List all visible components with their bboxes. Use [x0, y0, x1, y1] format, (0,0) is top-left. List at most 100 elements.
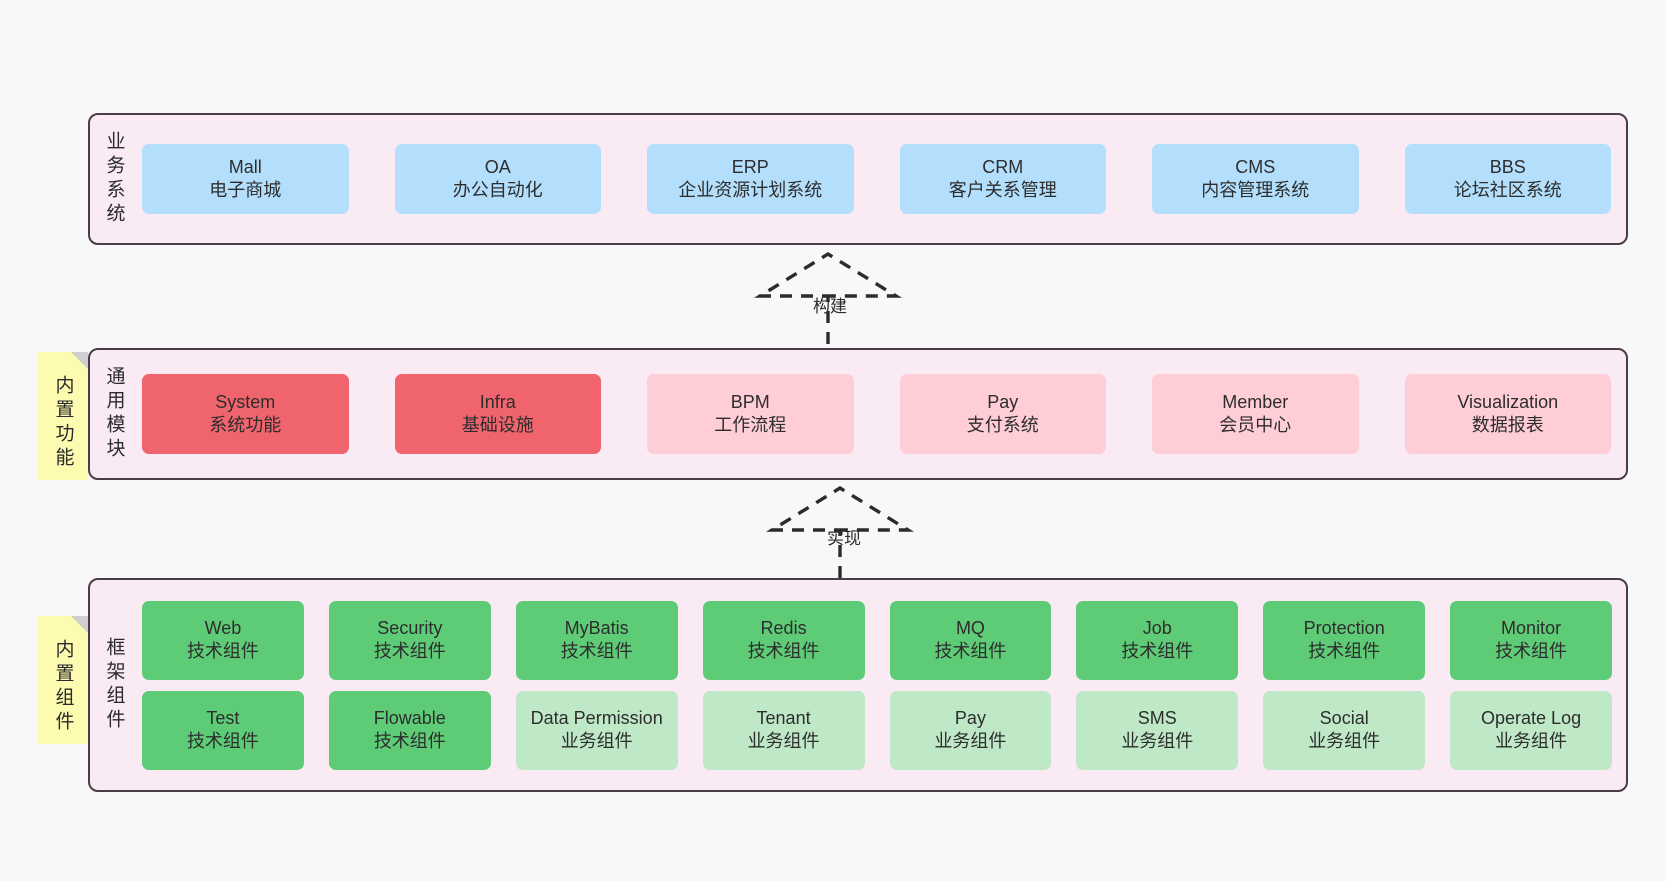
- node-cn-label: 办公自动化: [452, 180, 543, 200]
- layer-business-systems[interactable]: 业务系统 Mall 电子商城 OA 办公自动化 ERP 企业资源计划系统 CRM…: [88, 113, 1628, 245]
- layer-body-framework: Web 技术组件 Security 技术组件 MyBatis 技术组件 Redi…: [138, 580, 1626, 790]
- node-cn-label: 数据报表: [1471, 415, 1544, 435]
- node-en-label: Job: [1142, 617, 1172, 638]
- note-text: 内置功能: [52, 375, 74, 471]
- node-cn-label: 技术组件: [1308, 641, 1381, 661]
- node-cn-label: 会员中心: [1219, 415, 1292, 435]
- node-flowable[interactable]: Flowable 技术组件: [328, 690, 491, 770]
- node-cn-label: 内容管理系统: [1201, 180, 1310, 200]
- node-cn-label: 技术组件: [1121, 641, 1194, 661]
- node-cn-label: 企业资源计划系统: [678, 180, 823, 200]
- node-en-label: Test: [206, 707, 240, 728]
- node-row: Test 技术组件 Flowable 技术组件 Data Permission …: [142, 690, 1612, 770]
- node-en-label: CMS: [1235, 156, 1276, 177]
- node-en-label: Pay: [954, 707, 986, 728]
- layer-common-modules[interactable]: 通用模块 System 系统功能 Infra 基础设施 BPM 工作流程 Pay…: [88, 348, 1628, 480]
- node-cn-label: 技术组件: [560, 641, 633, 661]
- node-cn-label: 业务组件: [747, 731, 820, 751]
- node-erp[interactable]: ERP 企业资源计划系统: [647, 144, 854, 214]
- node-cn-label: 业务组件: [934, 731, 1007, 751]
- node-row: System 系统功能 Infra 基础设施 BPM 工作流程 Pay 支付系统…: [142, 374, 1614, 454]
- node-job[interactable]: Job 技术组件: [1076, 600, 1239, 680]
- node-tenant[interactable]: Tenant 业务组件: [702, 690, 865, 770]
- node-member[interactable]: Member 会员中心: [1152, 374, 1359, 454]
- node-cn-label: 技术组件: [747, 641, 820, 661]
- node-protection[interactable]: Protection 技术组件: [1263, 600, 1426, 680]
- node-en-label: OA: [484, 156, 511, 177]
- node-mall[interactable]: Mall 电子商城: [142, 144, 349, 214]
- node-visualization[interactable]: Visualization 数据报表: [1404, 374, 1611, 454]
- layer-body-modules: System 系统功能 Infra 基础设施 BPM 工作流程 Pay 支付系统…: [138, 350, 1626, 478]
- node-row: Web 技术组件 Security 技术组件 MyBatis 技术组件 Redi…: [142, 600, 1612, 680]
- node-en-label: Monitor: [1501, 617, 1562, 638]
- node-en-label: Data Permission: [530, 707, 663, 728]
- node-mq[interactable]: MQ 技术组件: [889, 600, 1052, 680]
- node-cn-label: 业务组件: [560, 731, 633, 751]
- node-en-label: MyBatis: [564, 617, 629, 638]
- node-cn-label: 技术组件: [186, 731, 259, 751]
- node-system[interactable]: System 系统功能: [142, 374, 349, 454]
- node-en-label: CRM: [982, 156, 1024, 177]
- node-social[interactable]: Social 业务组件: [1263, 690, 1426, 770]
- node-cn-label: 论坛社区系统: [1453, 180, 1562, 200]
- node-cn-label: 支付系统: [966, 415, 1039, 435]
- node-web[interactable]: Web 技术组件: [142, 600, 304, 680]
- node-cn-label: 业务组件: [1121, 731, 1194, 751]
- node-oa[interactable]: OA 办公自动化: [394, 144, 601, 214]
- note-fold-corner-icon: [71, 616, 88, 633]
- layer-title-business: 业务系统: [103, 131, 125, 227]
- node-pay-component[interactable]: Pay 业务组件: [889, 690, 1052, 770]
- node-bbs[interactable]: BBS 论坛社区系统: [1404, 144, 1611, 214]
- node-cn-label: 工作流程: [714, 415, 787, 435]
- node-crm[interactable]: CRM 客户关系管理: [899, 144, 1106, 214]
- node-infra[interactable]: Infra 基础设施: [394, 374, 601, 454]
- node-en-label: Member: [1222, 391, 1289, 412]
- node-en-label: Web: [204, 617, 242, 638]
- node-cn-label: 电子商城: [209, 180, 282, 200]
- node-en-label: BBS: [1489, 156, 1526, 177]
- node-cn-label: 技术组件: [934, 641, 1007, 661]
- arrow-build-label: 构建: [813, 297, 847, 316]
- node-cn-label: 业务组件: [1308, 731, 1381, 751]
- node-cn-label: 技术组件: [186, 641, 259, 661]
- node-cn-label: 技术组件: [373, 641, 446, 661]
- node-bpm[interactable]: BPM 工作流程: [647, 374, 854, 454]
- layer-title-modules: 通用模块: [103, 366, 125, 462]
- node-en-label: Visualization: [1457, 391, 1559, 412]
- node-en-label: Mall: [228, 156, 262, 177]
- node-cms[interactable]: CMS 内容管理系统: [1152, 144, 1359, 214]
- node-operate-log[interactable]: Operate Log 业务组件: [1450, 690, 1612, 770]
- node-en-label: Protection: [1303, 617, 1385, 638]
- node-en-label: Pay: [987, 391, 1019, 412]
- node-row: Mall 电子商城 OA 办公自动化 ERP 企业资源计划系统 CRM 客户关系…: [142, 144, 1614, 214]
- node-en-label: Infra: [479, 391, 516, 412]
- note-builtin-components[interactable]: 内置组件: [38, 616, 88, 744]
- note-builtin-features[interactable]: 内置功能: [38, 352, 88, 480]
- note-text: 内置组件: [52, 639, 74, 735]
- node-cn-label: 技术组件: [1495, 641, 1568, 661]
- node-cn-label: 客户关系管理: [948, 180, 1057, 200]
- node-en-label: Operate Log: [1481, 707, 1582, 728]
- arrow-implement-label: 实现: [827, 529, 861, 548]
- node-cn-label: 基础设施: [461, 415, 534, 435]
- node-cn-label: 技术组件: [373, 731, 446, 751]
- node-en-label: Tenant: [756, 707, 811, 728]
- node-security[interactable]: Security 技术组件: [328, 600, 491, 680]
- node-en-label: Social: [1319, 707, 1369, 728]
- layer-framework-components[interactable]: 框架组件 Web 技术组件 Security 技术组件 MyBatis 技术组件…: [88, 578, 1628, 792]
- node-en-label: Redis: [760, 617, 807, 638]
- node-monitor[interactable]: Monitor 技术组件: [1450, 600, 1612, 680]
- node-en-label: BPM: [730, 391, 770, 412]
- node-cn-label: 业务组件: [1495, 731, 1568, 751]
- layer-body-business: Mall 电子商城 OA 办公自动化 ERP 企业资源计划系统 CRM 客户关系…: [138, 115, 1626, 243]
- node-mybatis[interactable]: MyBatis 技术组件: [515, 600, 678, 680]
- node-en-label: SMS: [1137, 707, 1177, 728]
- node-cn-label: 系统功能: [209, 415, 282, 435]
- node-test[interactable]: Test 技术组件: [142, 690, 304, 770]
- node-redis[interactable]: Redis 技术组件: [702, 600, 865, 680]
- node-data-permission[interactable]: Data Permission 业务组件: [515, 690, 678, 770]
- node-sms[interactable]: SMS 业务组件: [1076, 690, 1239, 770]
- node-en-label: Flowable: [373, 707, 446, 728]
- node-pay-module[interactable]: Pay 支付系统: [899, 374, 1106, 454]
